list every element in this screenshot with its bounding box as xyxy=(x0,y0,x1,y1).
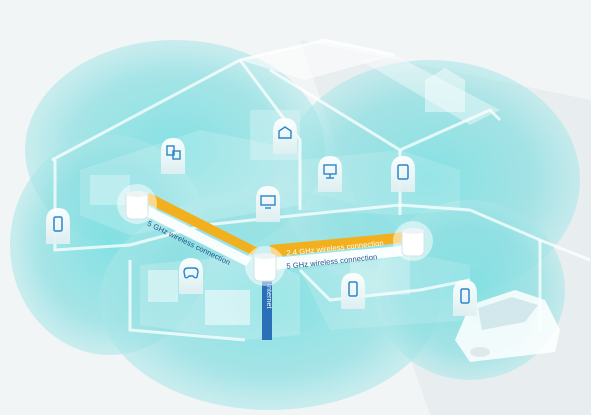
mesh-unit-right xyxy=(393,221,433,261)
tablet-icon xyxy=(397,164,409,180)
mesh-router-units xyxy=(117,184,433,286)
desktop-computer-icon xyxy=(323,164,337,179)
car xyxy=(455,290,560,362)
connection-band-right xyxy=(270,232,412,270)
smartphone-icon xyxy=(348,281,358,297)
pin-upper-right-room xyxy=(318,156,342,192)
connection-band-left xyxy=(138,193,258,266)
pin-garage xyxy=(453,280,477,316)
smart-tv-icon xyxy=(260,195,276,209)
pin-basement xyxy=(179,258,203,294)
roof-right xyxy=(360,55,500,125)
smart-home-devices-icon xyxy=(166,145,181,160)
mesh-unit-center xyxy=(245,246,285,286)
mesh-unit-left xyxy=(117,184,157,224)
dormer xyxy=(425,68,465,112)
label-internet: Internet xyxy=(265,284,272,309)
game-controller-icon xyxy=(183,267,199,279)
pin-upper-left-room xyxy=(161,138,185,174)
cloud-storage-icon xyxy=(278,126,292,139)
pin-living-room xyxy=(256,186,280,222)
pin-right-bedroom xyxy=(391,156,415,192)
device-pins xyxy=(46,118,477,316)
pin-kitchen xyxy=(341,273,365,309)
pin-left-wall xyxy=(46,208,70,244)
smartphone-icon xyxy=(53,216,63,232)
internet-cable xyxy=(262,278,272,340)
pin-attic xyxy=(273,118,297,154)
roof xyxy=(240,40,395,80)
smartphone-icon xyxy=(460,288,470,304)
